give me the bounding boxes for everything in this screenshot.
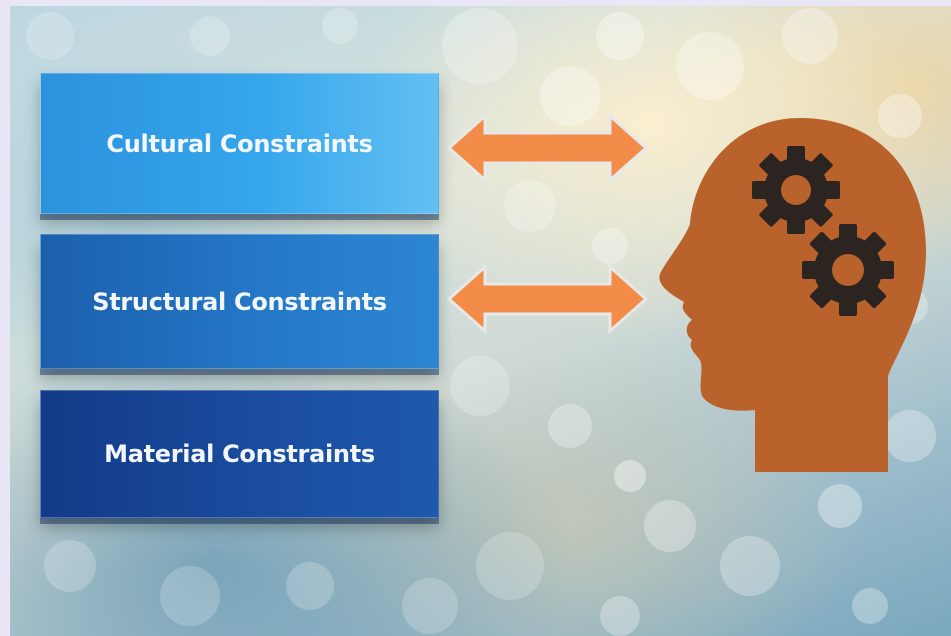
cultural-constraints-box: Cultural Constraints bbox=[40, 73, 439, 214]
structural-constraints-label: Structural Constraints bbox=[92, 287, 387, 316]
head-silhouette bbox=[659, 118, 926, 472]
material-constraints-box: Material Constraints bbox=[40, 390, 439, 518]
cultural-constraints-label: Cultural Constraints bbox=[106, 129, 373, 158]
gear-icon-large bbox=[752, 146, 840, 234]
head-with-gears-icon bbox=[659, 118, 926, 472]
structural-constraints-box: Structural Constraints bbox=[40, 234, 439, 369]
double-arrow-icon-bottom bbox=[447, 264, 648, 334]
gear-icon-small bbox=[802, 224, 894, 316]
diagram-canvas: Cultural Constraints Structural Constrai… bbox=[10, 6, 951, 636]
material-constraints-label: Material Constraints bbox=[104, 440, 375, 468]
double-arrow-icon-top bbox=[447, 113, 648, 183]
bokeh-background bbox=[26, 8, 936, 636]
